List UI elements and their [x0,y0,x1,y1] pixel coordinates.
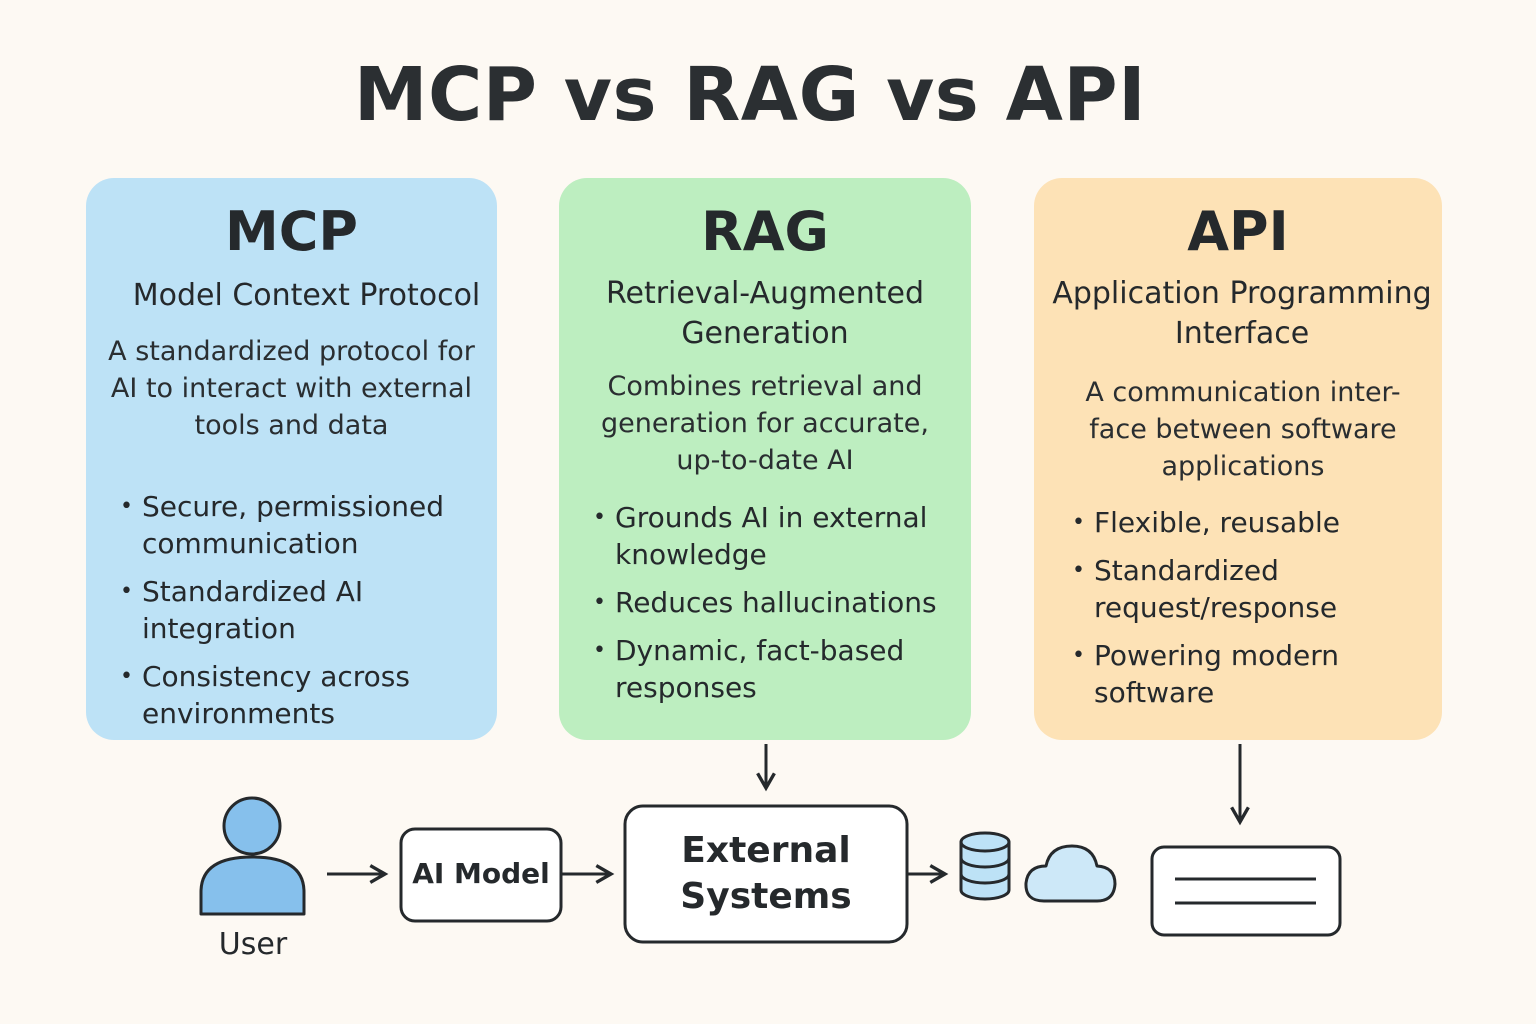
bullet-list: Grounds AI in external knowledge Reduces… [593,499,963,717]
card-api: API Application Programming Interface A … [1034,178,1442,740]
bullet-item: Standardized request/response [1072,552,1432,626]
external-systems-box [623,804,909,944]
bullet-list: Secure, permissioned communication Stand… [120,488,490,743]
card-description: A standardized protocol for AI to intera… [108,336,475,441]
page-title: MCP vs RAG vs API [353,52,1147,138]
bullet-item: Flexible, reusable [1072,504,1432,541]
user-label: User [218,927,288,962]
ai-model-label: AI Model [412,857,550,890]
user-icon [199,796,306,916]
api-window-icon [1150,845,1342,937]
card-title: MCP [225,200,358,263]
bullet-item: Reduces hallucinations [593,584,963,621]
bullet-item: Dynamic, fact-based responses [593,632,963,706]
database-icon [959,831,1011,901]
card-description: A communication inter-face between softw… [1085,377,1401,482]
bullet-item: Powering modern software [1072,637,1432,711]
bullet-item: Grounds AI in external knowledge [593,499,963,573]
ai-model-box [399,827,563,923]
card-rag: RAG Retrieval-Augmented Generation Combi… [559,178,971,740]
card-title: RAG [701,200,829,263]
bullet-item: Consistency across environments [120,658,490,732]
card-subtitle: Model Context Protocol [132,278,481,313]
card-description: Combines retrieval and generation for ac… [601,371,929,476]
external-systems-label: External Systems [680,830,852,917]
bullet-item: Secure, permissioned communication [120,488,490,562]
card-mcp: MCP Model Context Protocol A standardize… [86,178,497,740]
bullet-item: Standardized AI integration [120,573,490,647]
bullet-list: Flexible, reusable Standardized request/… [1072,504,1432,722]
card-subtitle: Retrieval-Augmented Generation [605,276,925,351]
card-title: API [1187,200,1289,263]
card-subtitle: Application Programming Interface [1052,276,1432,351]
cloud-icon [1024,844,1117,903]
